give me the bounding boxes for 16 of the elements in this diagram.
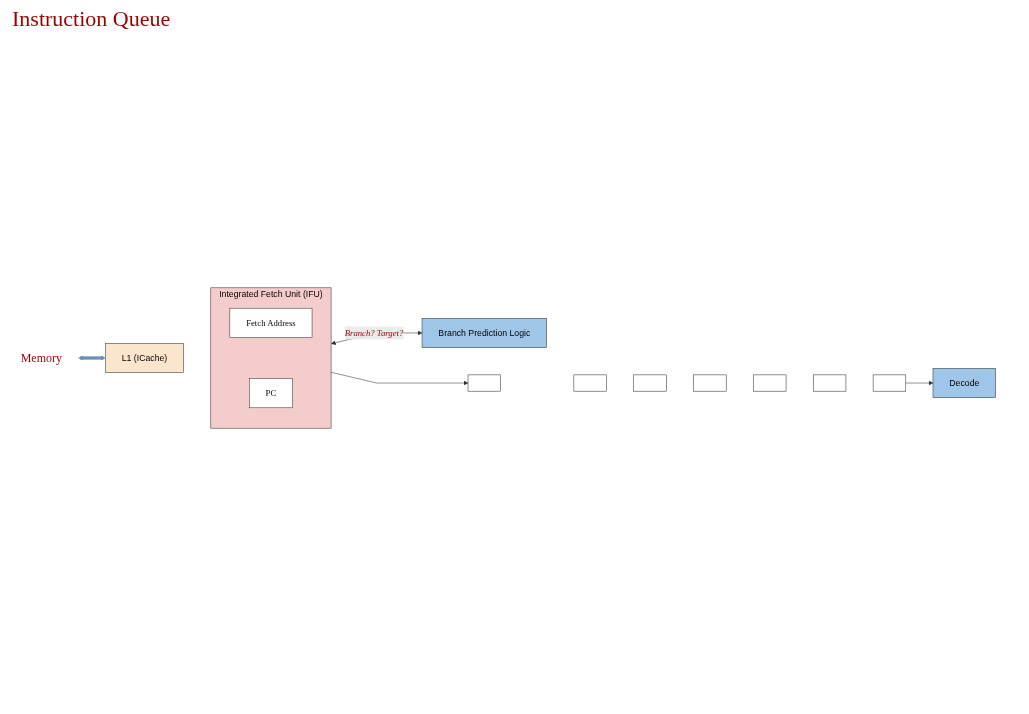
node-box	[813, 374, 847, 392]
node-text: Memory	[20, 351, 62, 365]
node-box	[753, 374, 787, 392]
node-box: Fetch Address	[229, 307, 313, 338]
node-box	[467, 374, 501, 392]
node-box: Decode	[932, 368, 996, 398]
node-box: L1 (ICache)	[105, 343, 184, 373]
queue-title: Instruction Queue	[12, 6, 172, 32]
node-box: Branch Prediction Logic	[421, 318, 547, 348]
node-box: PC	[249, 378, 293, 409]
node-box	[573, 374, 607, 392]
node-box	[872, 374, 907, 392]
node-box	[633, 374, 667, 392]
arrow	[78, 355, 106, 361]
edge-label: Branch? Target?	[344, 328, 404, 338]
node-box	[693, 374, 727, 392]
